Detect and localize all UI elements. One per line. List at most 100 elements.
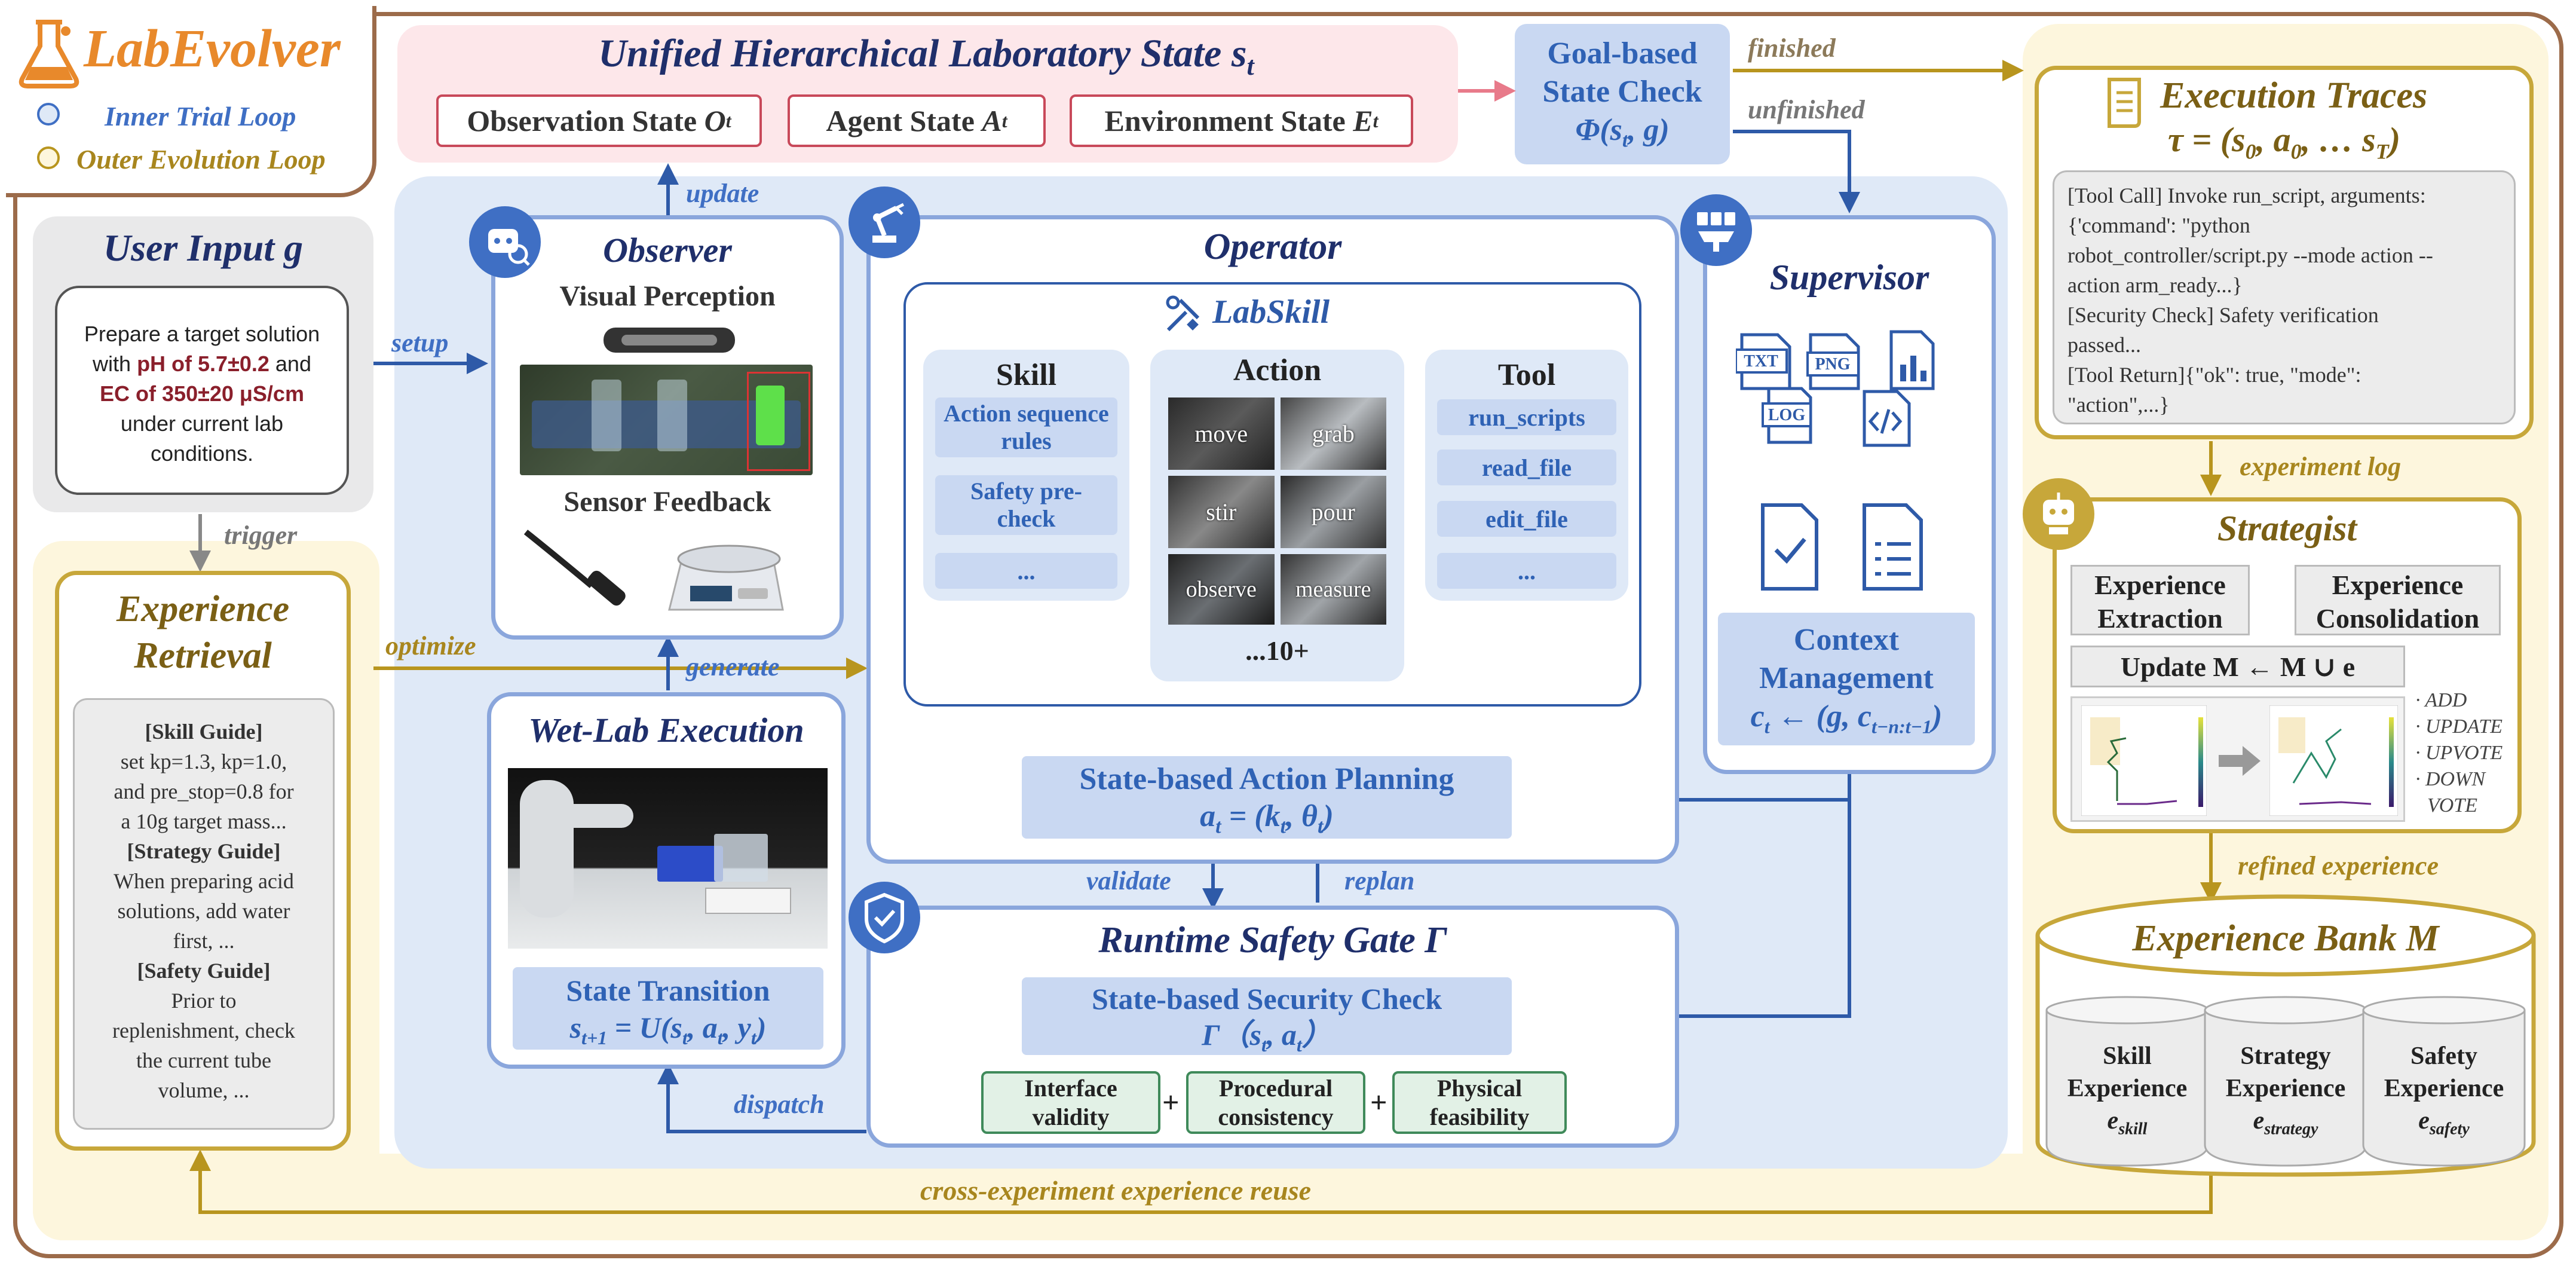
outer-evolution-frame: [13, 12, 2563, 1258]
operator-title: Operator: [1203, 227, 1342, 267]
unfinished-label: unfinished: [1748, 95, 1865, 124]
svg-text:TXT: TXT: [1744, 352, 1778, 371]
execution-traces-formula: τ = (s0, a0, … sT): [2167, 120, 2401, 164]
camera-device: [604, 328, 735, 353]
doc-check-icon: [1761, 503, 1818, 591]
doc-list-icon: [1863, 503, 1923, 591]
execution-log: [Tool Call] Invoke run_script, arguments…: [2053, 170, 2516, 424]
balance-scale-image: [668, 545, 784, 611]
skill-item-more: ...: [935, 553, 1117, 589]
safety-gate-title: Runtime Safety Gate Γ: [1098, 920, 1447, 961]
tools-icon: [1166, 295, 1200, 332]
execution-traces-title: Execution Traces: [2160, 75, 2428, 116]
improvement-arrow-icon: [2219, 746, 2260, 776]
strategy-experience-cylinder: [2204, 996, 2367, 1167]
camera-view-image: [520, 365, 813, 475]
plus-sign-2: +: [1370, 1085, 1387, 1119]
brand-logo: [13, 13, 85, 91]
action-tile-observe: observe: [1168, 554, 1275, 625]
sensor-feedback-label: Sensor Feedback: [563, 486, 771, 518]
action-tile-pour: pour: [1280, 476, 1386, 548]
skill-item-safety-precheck: Safety pre-check: [935, 475, 1117, 535]
skill-experience-cylinder: [2045, 996, 2209, 1167]
action-tile-move: move: [1168, 397, 1275, 470]
txt-file-icon: [1736, 333, 1791, 390]
trigger-label: trigger: [224, 521, 298, 550]
strategist-icon: [2023, 478, 2094, 550]
document-check-icons: [1761, 503, 1923, 591]
strategist-title: Strategist: [2217, 509, 2357, 548]
memory-update-box: Update M ← M ∪ e: [2070, 646, 2405, 687]
svg-text:PNG: PNG: [1815, 355, 1850, 374]
setup-label: setup: [391, 328, 449, 357]
retrieval-guides: [Skill Guide] set kp=1.3, kp=1.0, and pr…: [73, 698, 335, 1130]
finished-label: finished: [1748, 33, 1836, 63]
tool-item-run-scripts: run_scripts: [1437, 399, 1616, 435]
optimize-label: optimize: [385, 631, 476, 661]
tool-item-more: ...: [1437, 553, 1616, 589]
code-file-icon: [1863, 390, 1911, 447]
robot-arm-icon: [849, 186, 920, 258]
action-planning-box: State-based Action Planning at = (kt, θt…: [1022, 756, 1512, 839]
goal-state-check: Goal-based State Check Φ(st, g): [1515, 24, 1730, 164]
labskill-title: LabSkill: [1162, 293, 1330, 336]
inner-loop-legend: Inner Trial Loop: [105, 101, 296, 132]
action-tile-grab: grab: [1280, 397, 1386, 470]
refined-experience-label: refined experience: [2238, 851, 2439, 880]
tool-title: Tool: [1497, 358, 1556, 392]
action-tile-measure: measure: [1280, 554, 1386, 625]
strategy-guide: [Strategy Guide] When preparing acid sol…: [114, 839, 294, 953]
trajectory-plot-before: [2081, 705, 2207, 816]
trajectory-plots: [2070, 696, 2405, 822]
observer-robot-icon: [469, 206, 541, 278]
chart-file-icon: [1889, 330, 1935, 390]
safety-experience-cylinder: [2362, 996, 2526, 1167]
action-grid: move grab stir pour observe measure: [1168, 397, 1386, 625]
security-check-box: State-based Security Check Γ（st, at）: [1022, 977, 1512, 1056]
tool-item-read-file: read_file: [1437, 449, 1616, 485]
experience-bank-title: Experience Bank M: [2132, 918, 2439, 959]
skill-title: Skill: [996, 358, 1057, 392]
experiment-log-label: experiment log: [2240, 452, 2402, 481]
outer-loop-legend: Outer Evolution Loop: [76, 144, 326, 175]
memory-ops-list: · ADD · UPDATE · UPVOTE · DOWN VOTE: [2415, 689, 2503, 817]
action-more: ...10+: [1245, 635, 1309, 666]
trajectory-plot-after: [2269, 705, 2398, 816]
supervisor-title: Supervisor: [1769, 258, 1929, 297]
wetlab-photo: [508, 768, 828, 949]
update-label: update: [686, 179, 759, 208]
safety-guide: [Safety Guide] Prior to replenishment, c…: [112, 959, 295, 1102]
visual-perception-label: Visual Perception: [559, 280, 776, 312]
brand-name: LabEvolver: [84, 19, 341, 78]
user-input-title: User Input g: [103, 227, 304, 269]
observer-title: Observer: [603, 231, 732, 270]
flask-icon: [19, 20, 79, 88]
plus-sign-1: +: [1162, 1085, 1180, 1119]
inner-loop-legend-dot: [37, 103, 60, 126]
dispatch-label: dispatch: [734, 1090, 825, 1119]
wetlab-title: Wet-Lab Execution: [528, 711, 804, 750]
replan-label: replan: [1344, 866, 1415, 895]
outer-loop-legend-dot: [37, 146, 60, 169]
supervisor-icon: [1680, 194, 1752, 266]
skill-guide: [Skill Guide] set kp=1.3, kp=1.0, and pr…: [114, 720, 294, 833]
tool-item-edit-file: edit_file: [1437, 501, 1616, 537]
cross-reuse-label: cross-experiment experience reuse: [920, 1175, 1312, 1206]
generate-label: generate: [686, 652, 780, 681]
context-management-box: Context Management ct ← (g, ct−n:t−1): [1718, 613, 1975, 745]
bank-cylinders: [2045, 996, 2526, 1167]
state-title: Unified Hierarchical Laboratory State st: [598, 32, 1254, 81]
file-icons-cluster: TXT PNG LOG: [1736, 330, 1935, 447]
action-title: Action: [1233, 353, 1322, 387]
brand-area-cover: [6, 6, 376, 197]
